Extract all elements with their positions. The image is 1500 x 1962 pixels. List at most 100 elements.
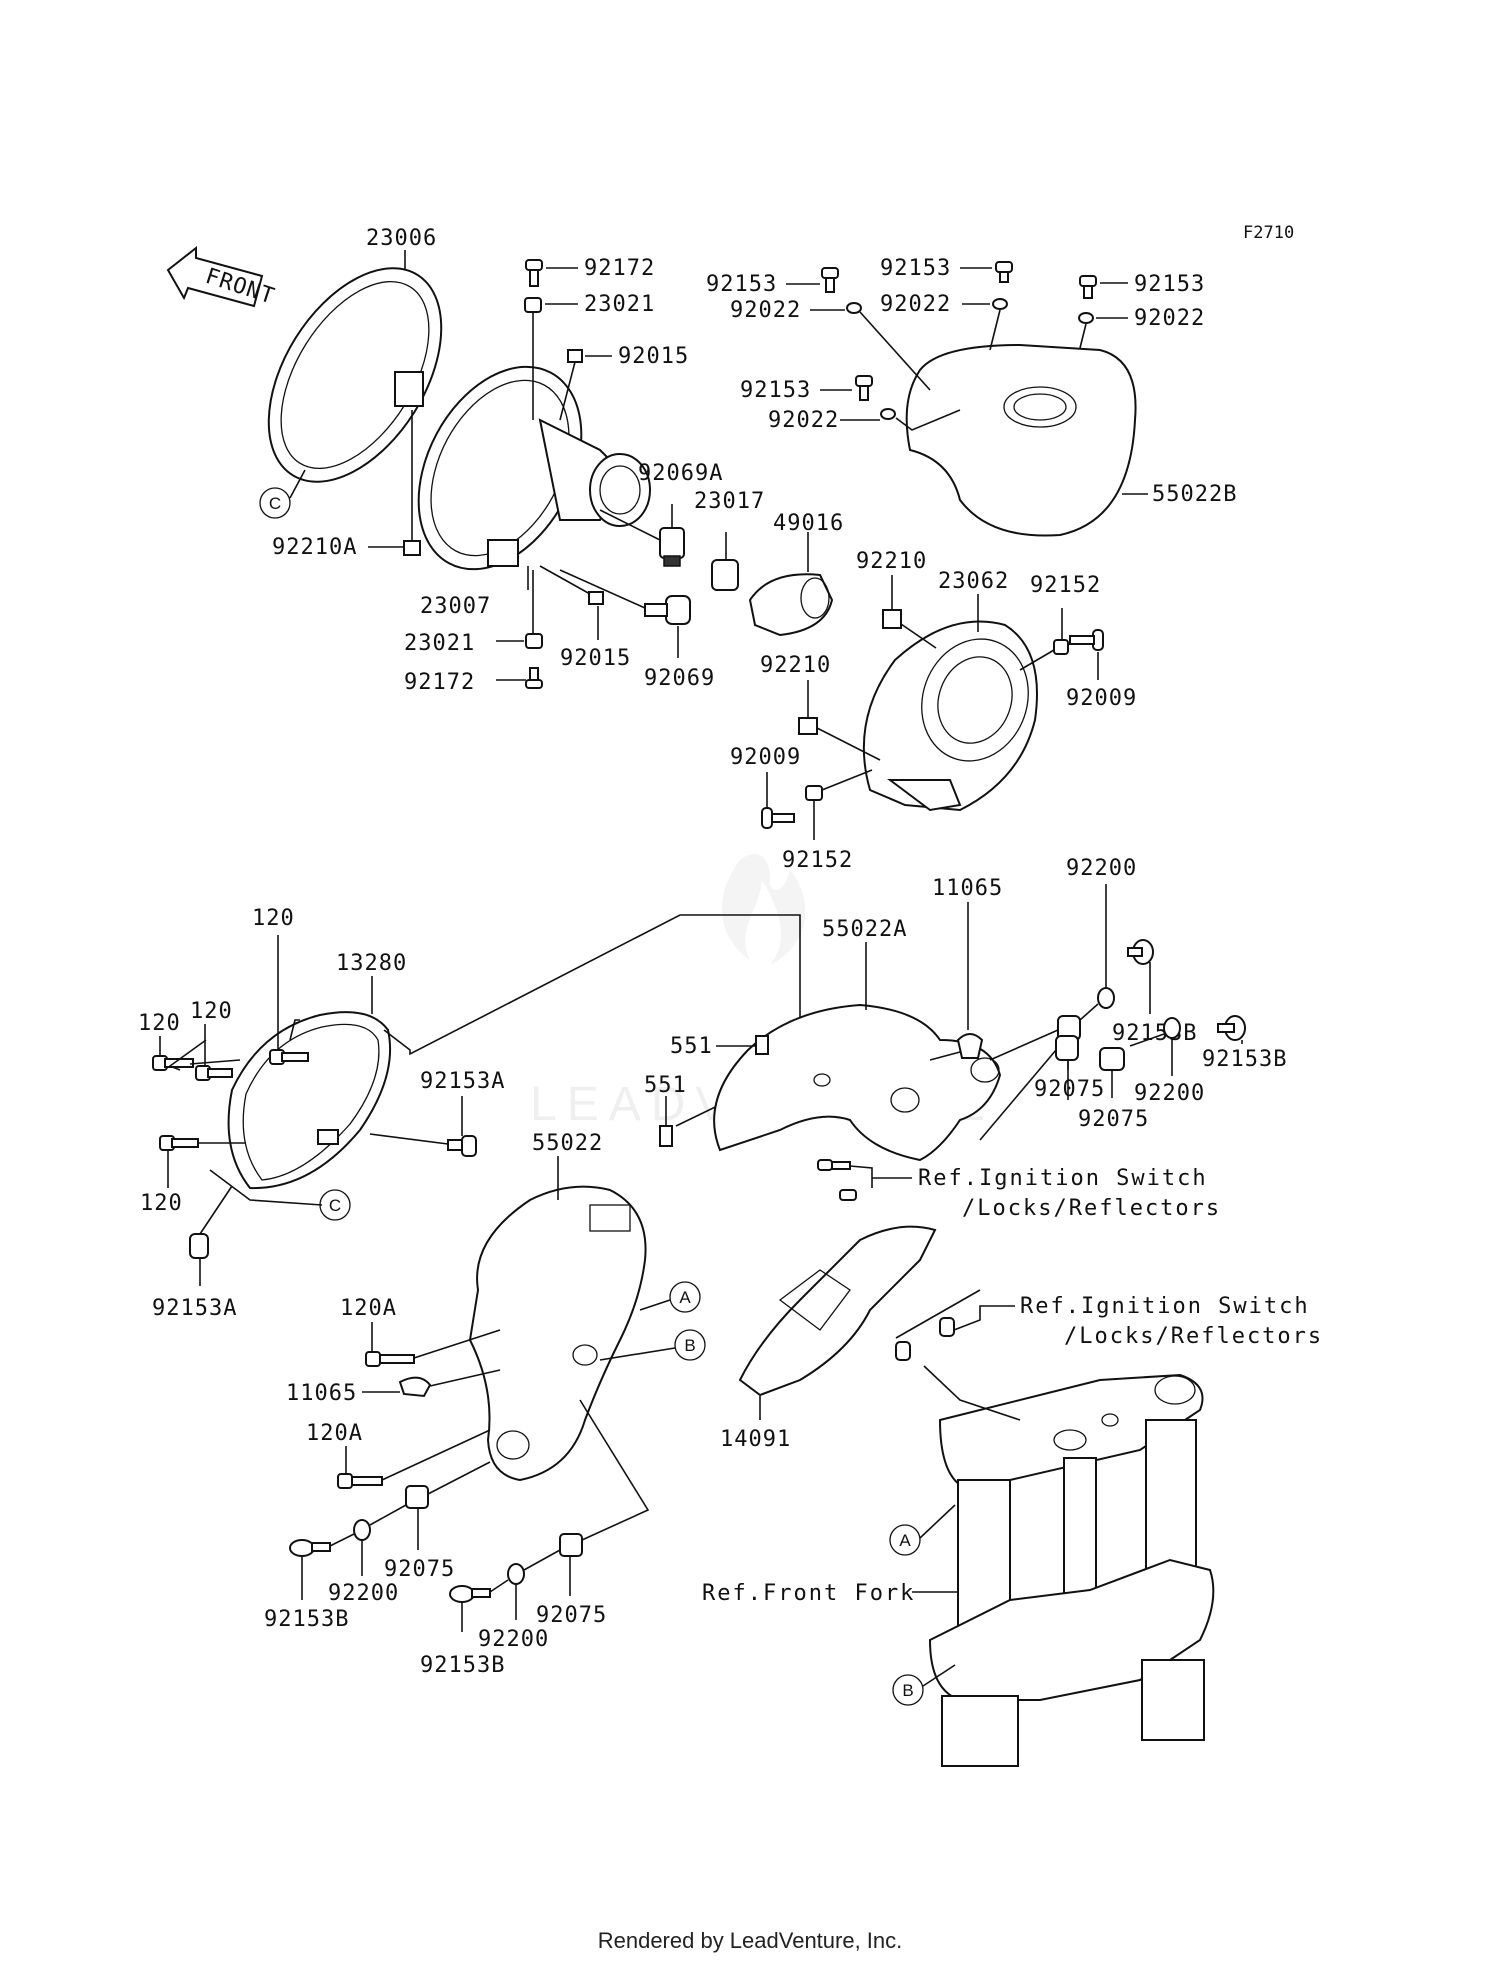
callout-23007: 23007	[420, 594, 491, 619]
cover-55022B	[905, 343, 1137, 537]
callout-14091: 14091	[720, 1427, 791, 1452]
bulb-92069	[644, 595, 691, 625]
callout-92022-c: 92022	[1134, 306, 1205, 331]
callout-92015-top: 92015	[618, 344, 689, 369]
bolt-120-d	[159, 1135, 199, 1151]
cover-55022	[468, 1185, 647, 1482]
bulb-92069A	[659, 527, 685, 567]
callout-55022: 55022	[532, 1131, 603, 1156]
callout-92075-lower-mid: 92075	[536, 1603, 607, 1628]
socket-23017	[711, 559, 739, 591]
callout-92153B-lower-mid: 92153B	[420, 1653, 505, 1678]
washer-92022-c	[1078, 312, 1094, 324]
cap-11065-right	[956, 1033, 984, 1059]
marker-A-fork: A	[899, 1531, 911, 1550]
callout-92075-mid: 92075	[1078, 1107, 1149, 1132]
callout-92153A-right: 92153A	[420, 1069, 505, 1094]
washer-92200-upper	[1097, 987, 1115, 1009]
callout-92075-upper: 92075	[1034, 1077, 1105, 1102]
callout-23006: 23006	[366, 226, 437, 251]
callout-92210-lower: 92210	[760, 653, 831, 678]
callout-92069A: 92069A	[638, 461, 723, 486]
callout-120-d: 120	[140, 1191, 183, 1216]
callout-92153A-left: 92153A	[152, 1296, 237, 1321]
callout-11065-left: 11065	[286, 1381, 357, 1406]
bracket-13280	[227, 1011, 392, 1190]
clip-92015-top	[567, 349, 583, 363]
marker-B-fork: B	[902, 1681, 913, 1700]
ref-ignition-2-line2: /Locks/Reflectors	[1064, 1324, 1323, 1349]
callout-92210A: 92210A	[272, 535, 357, 560]
callout-23021-lower: 23021	[404, 631, 475, 656]
callout-11065-right: 11065	[932, 876, 1003, 901]
callout-120A-upper: 120A	[340, 1296, 397, 1321]
cap-11065-left	[398, 1376, 432, 1398]
washer-92022-d	[880, 408, 896, 420]
collar-92075-lower-left	[405, 1485, 429, 1509]
ref-ignition-1-line2: /Locks/Reflectors	[962, 1196, 1221, 1221]
callout-92153-a: 92153	[706, 272, 777, 297]
collar-92152-left	[805, 785, 823, 801]
callout-92153-d: 92153	[740, 378, 811, 403]
clip-92015-lower	[588, 591, 604, 605]
callout-92153B-lower-left: 92153B	[264, 1607, 349, 1632]
ref-front-fork: Ref.Front Fork	[702, 1581, 915, 1606]
collar-92075-mid-real	[1099, 1047, 1125, 1071]
bolt-120A-upper	[365, 1351, 415, 1367]
washer-92200-lower-left	[353, 1519, 371, 1541]
marker-C-mid: C	[329, 1196, 341, 1215]
headlight-rim	[267, 267, 443, 556]
callout-92075-lower-left: 92075	[384, 1557, 455, 1582]
front-fork-assembly	[928, 1373, 1215, 1767]
callout-92153-b: 92153	[880, 256, 951, 281]
washer-92022-a	[846, 302, 862, 314]
callout-92210-upper: 92210	[856, 549, 927, 574]
bolt-120-a	[269, 1049, 309, 1065]
collar-92075-mid	[1055, 1035, 1079, 1061]
marker-B-mid: B	[684, 1336, 695, 1355]
callout-92153B-mid-right: 92153B	[1202, 1047, 1287, 1072]
marker-A-mid: A	[679, 1288, 691, 1307]
screw-92172-lower	[525, 667, 543, 689]
washer-92200-lower-mid	[507, 1563, 525, 1585]
callout-23021-top: 23021	[584, 292, 655, 317]
pin-551-upper	[755, 1035, 769, 1055]
ref-ignition-2-line1: Ref.Ignition Switch	[1020, 1294, 1310, 1319]
screw-92153-a	[821, 267, 839, 293]
bracket-14091	[738, 1189, 937, 1397]
washer-92022-b	[992, 298, 1008, 310]
grommet-ref-left	[895, 1341, 911, 1361]
bolt-120A-lower	[337, 1473, 383, 1489]
washer-92200-mid	[1163, 1017, 1181, 1039]
screw-92172-top	[525, 259, 543, 287]
callout-92009-right: 92009	[1066, 686, 1137, 711]
callout-23062: 23062	[938, 569, 1009, 594]
screw-92009-right	[1069, 629, 1104, 651]
callout-92172-lower: 92172	[404, 670, 475, 695]
screw-92153-d	[855, 375, 873, 401]
screw-92153-b	[995, 261, 1013, 283]
footer-credit: Rendered by LeadVenture, Inc.	[597, 1928, 903, 1953]
grommet-23021-lower	[525, 633, 543, 649]
dust-cap-49016	[748, 573, 834, 637]
callout-92200-mid: 92200	[1134, 1081, 1205, 1106]
callout-92172-top: 92172	[584, 256, 655, 281]
callout-92009-left: 92009	[730, 745, 801, 770]
bolt-92153B-mid-right	[1217, 1015, 1246, 1041]
clip-92210-upper	[882, 609, 902, 629]
callout-92022-a: 92022	[730, 298, 801, 323]
callout-551-lower: 551	[644, 1073, 687, 1098]
collar-92075-lower-mid	[559, 1533, 583, 1557]
callout-55022B: 55022B	[1152, 482, 1237, 507]
callout-92022-d: 92022	[768, 408, 839, 433]
grommet-ref-right	[939, 1317, 955, 1337]
headlight-housing-23062	[862, 620, 1038, 812]
pin-551-lower	[659, 1125, 673, 1147]
callout-49016: 49016	[773, 511, 844, 536]
callout-92200-lower-mid: 92200	[478, 1627, 549, 1652]
marker-C-top: C	[269, 494, 281, 513]
callout-55022A: 55022A	[822, 917, 907, 942]
callout-120-b: 120	[190, 999, 233, 1024]
bolt-92153B-upper-right	[1127, 939, 1154, 965]
